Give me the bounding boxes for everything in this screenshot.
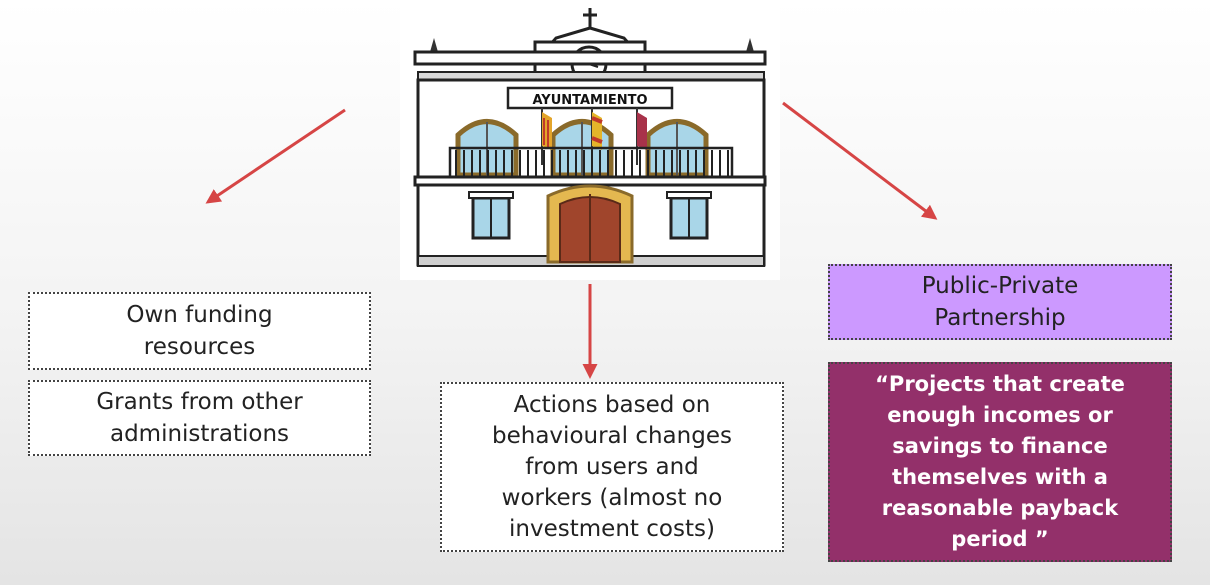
own-funding-box: Own funding resources <box>28 292 371 370</box>
behavioural-actions-label: Actions based on behavioural changes fro… <box>492 391 732 542</box>
projects-quote-label: “Projects that create enough incomes or … <box>875 372 1125 551</box>
projects-quote-box: “Projects that create enough incomes or … <box>828 362 1172 562</box>
arrow-to-own-funding <box>205 108 346 204</box>
door-icon <box>546 184 634 264</box>
behavioural-actions-box: Actions based on behavioural changes fro… <box>440 382 784 552</box>
arrow-to-ppp <box>782 101 938 220</box>
building-sign: AYUNTAMIENTO <box>532 93 647 108</box>
public-private-partnership-box: Public-Private Partnership <box>828 264 1172 340</box>
flags-icon <box>541 108 647 165</box>
public-private-partnership-label: Public-Private Partnership <box>921 273 1079 331</box>
town-hall-icon: AYUNTAMIENTO <box>400 0 780 280</box>
own-funding-label: Own funding resources <box>126 302 273 360</box>
grants-box: Grants from other administrations <box>28 380 371 456</box>
grants-label: Grants from other administrations <box>96 389 303 447</box>
